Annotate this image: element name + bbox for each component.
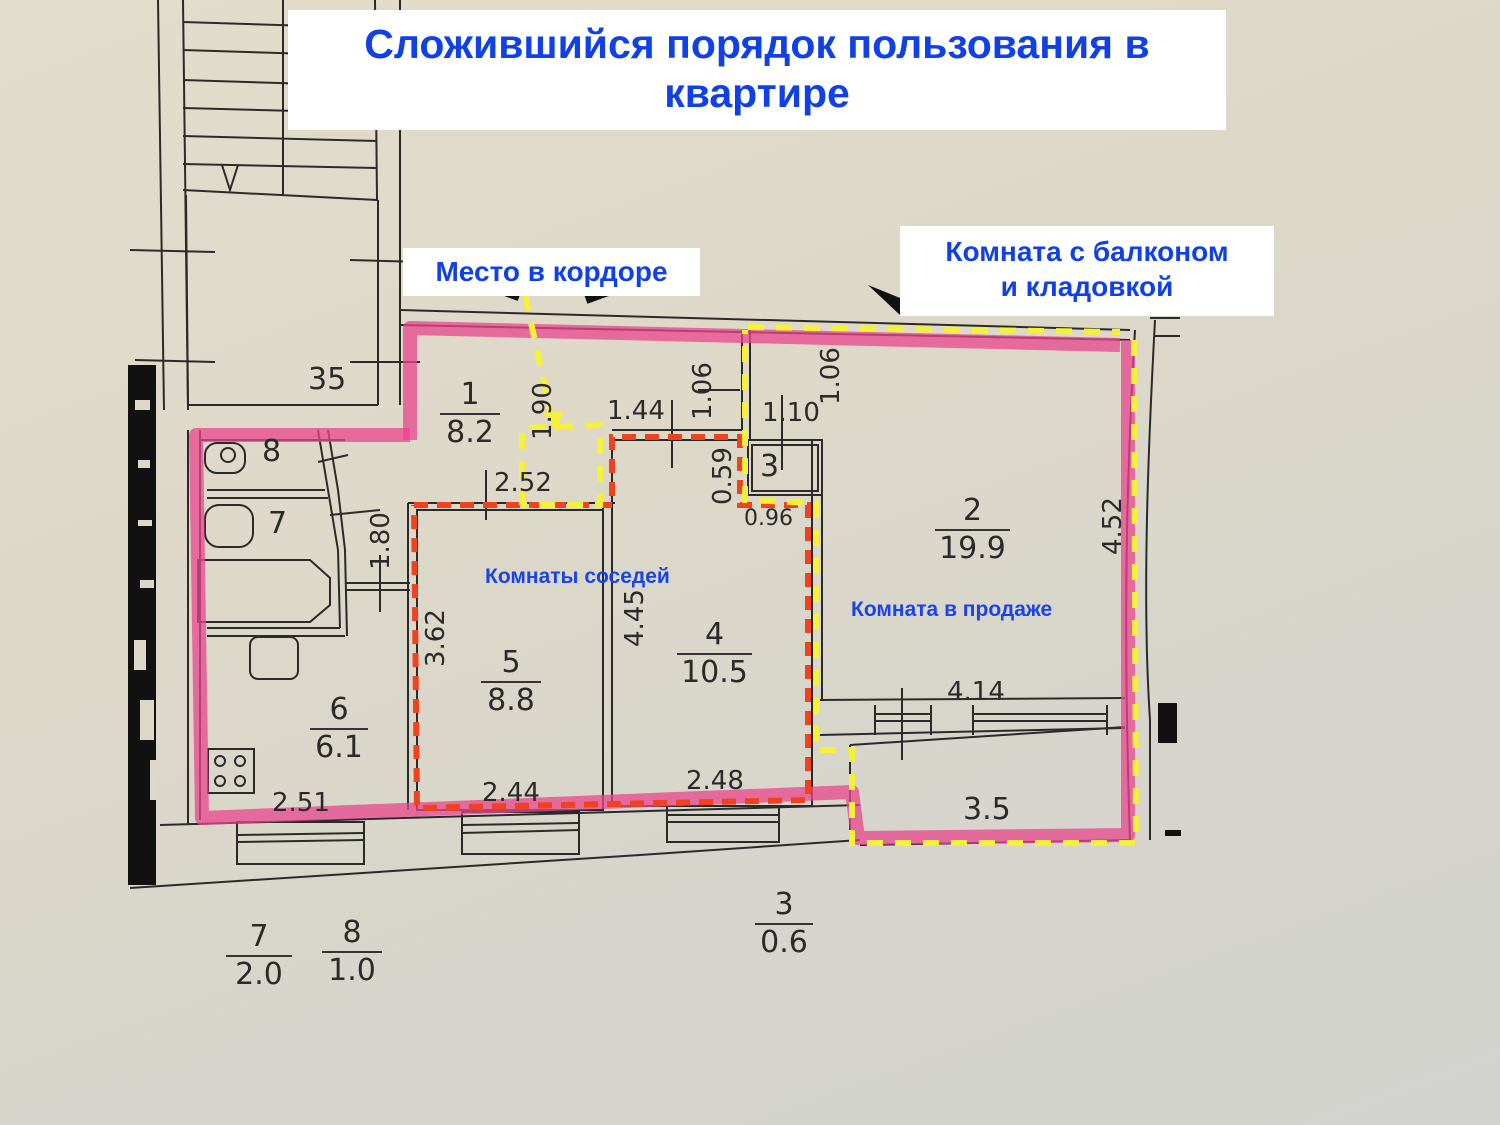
dim-2-51: 2.51 <box>272 788 330 818</box>
callout-corridor-spot: Место в кордоре <box>403 248 700 296</box>
dim-1-10: 1.10 <box>762 398 820 428</box>
toilet-number: 8 <box>262 434 282 469</box>
dim-3-62: 3.62 <box>421 609 451 667</box>
for-sale-outline <box>747 324 1121 335</box>
title-line-1: Сложившийся порядок пользования в <box>364 21 1150 67</box>
dim-1-80: 1.80 <box>366 512 396 570</box>
stairwell <box>129 0 421 411</box>
dim-1-06-left: 1.06 <box>688 362 718 420</box>
neighbors-outline <box>411 434 811 812</box>
dim-2-44: 2.44 <box>482 778 540 808</box>
dim-balcony-3-5: 3.5 <box>963 792 1011 827</box>
callout-neighbors-rooms: Комнаты соседей <box>485 565 670 588</box>
dim-4-14: 4.14 <box>947 677 1005 707</box>
apartment-outline <box>403 321 1121 440</box>
corridor-spot-outline <box>519 421 603 508</box>
callout-room-with-balcony: Комната с балконом и кладовкой <box>900 226 1274 316</box>
title-line-2: квартире <box>664 70 850 117</box>
callout-room-for-sale: Комната в продаже <box>851 598 1053 621</box>
dim-4-45: 4.45 <box>620 589 650 647</box>
stairwell-number: 35 <box>308 362 347 397</box>
dim-1-90: 1.90 <box>528 382 558 440</box>
dim-0-96: 0.96 <box>744 506 793 531</box>
dim-2-48: 2.48 <box>686 766 744 796</box>
dim-0-59: 0.59 <box>708 447 738 505</box>
bath-number: 7 <box>268 506 288 541</box>
dim-2-52: 2.52 <box>494 468 552 498</box>
dim-4-52: 4.52 <box>1098 497 1128 555</box>
dim-1-44: 1.44 <box>607 396 665 426</box>
storage-number: 3 <box>760 449 780 484</box>
dim-1-06-right: 1.06 <box>816 347 846 405</box>
page-title: Сложившийся порядок пользования в кварти… <box>288 10 1226 130</box>
